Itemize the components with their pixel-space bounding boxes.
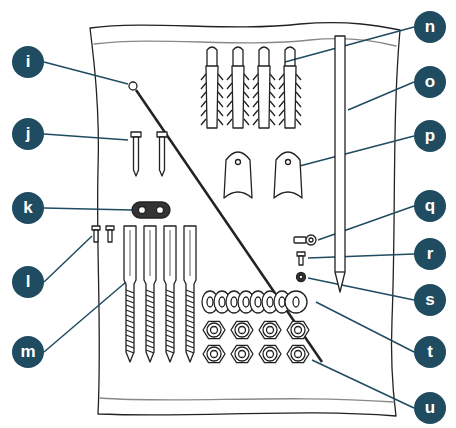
callout-letter: q [414, 190, 446, 222]
screw [131, 132, 141, 176]
threaded-bolt [164, 226, 176, 362]
tongue-hole [286, 160, 291, 165]
nut [287, 345, 309, 362]
nut [259, 321, 281, 338]
callout-letter: s [414, 284, 446, 316]
leader-line [316, 302, 414, 352]
callout-letter: j [12, 118, 44, 150]
callout-letter: p [414, 120, 446, 152]
bag-seam [100, 398, 394, 402]
tongue-hole [236, 160, 241, 165]
nut [287, 321, 309, 338]
tongue-piece [224, 152, 252, 198]
wall-plug [279, 47, 301, 128]
callout-letter: k [12, 192, 44, 224]
leader-line [318, 206, 414, 240]
callout-letter: m [12, 336, 44, 368]
leader-line [44, 236, 92, 282]
small-screw [297, 252, 305, 265]
nut [231, 345, 253, 362]
small-washer [297, 273, 306, 282]
leader-line [292, 136, 414, 168]
leader-line [44, 134, 128, 140]
threaded-bolt [184, 226, 196, 362]
callout-letter: i [12, 46, 44, 78]
leader-line [308, 278, 414, 300]
callout-letter: n [414, 11, 446, 43]
leader-line [44, 62, 128, 84]
leader-line [44, 282, 126, 352]
bag-outline [90, 23, 400, 416]
callout-letter: t [414, 336, 446, 368]
washer [285, 291, 307, 313]
nut [203, 345, 225, 362]
callout-letter: u [414, 392, 446, 424]
wall-plug [253, 47, 275, 128]
leader-line [348, 82, 414, 110]
tongue-piece [274, 152, 302, 198]
callout-letter: o [414, 66, 446, 98]
screw [157, 132, 167, 176]
threaded-bolt [144, 226, 156, 362]
connector-plate [132, 202, 170, 218]
threaded-bolt [124, 226, 136, 362]
leader-line [44, 208, 132, 210]
callout-letter: l [12, 266, 44, 298]
leader-line [312, 360, 414, 408]
leader-line [285, 27, 414, 62]
wall-plug [201, 47, 223, 128]
callout-letter: r [414, 238, 446, 270]
cable-lug [294, 235, 316, 245]
nut [203, 321, 225, 338]
small-screw [106, 226, 114, 242]
nut [231, 321, 253, 338]
nut [259, 345, 281, 362]
pencil [335, 36, 345, 292]
wall-plug [227, 47, 249, 128]
small-screw [92, 226, 100, 242]
leader-line [308, 254, 414, 258]
